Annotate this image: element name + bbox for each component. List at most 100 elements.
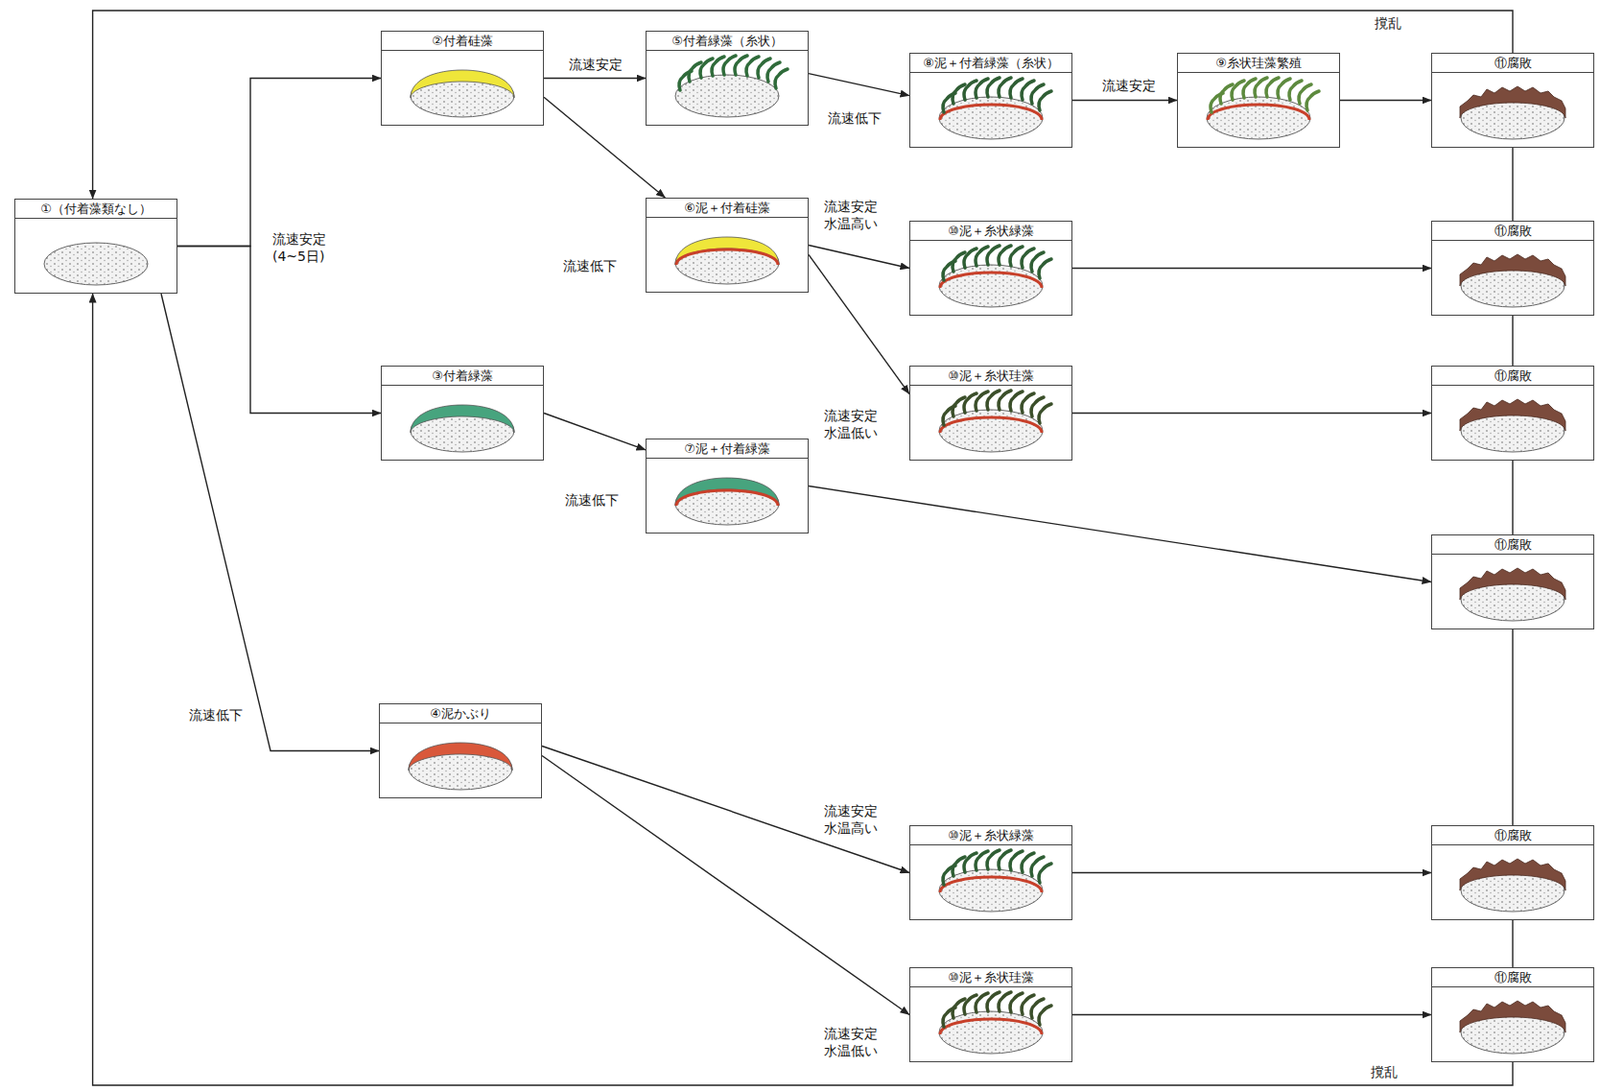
condition-label: 流速安定 水温高い [823, 197, 886, 233]
state-title: ③付着緑藻 [381, 366, 543, 386]
diatom-film [675, 236, 779, 265]
rot-layer [1459, 1000, 1566, 1033]
state-title: ⑪腐敗 [1432, 366, 1594, 386]
flow-arrow [541, 755, 910, 1015]
diatom-filaments [942, 390, 1052, 425]
state-title: ⑪腐敗 [1432, 53, 1594, 73]
condition-label: 流速低下 [564, 491, 627, 509]
flow-arrow [543, 96, 665, 198]
flow-arrow [1511, 629, 1513, 825]
condition-label: 流速安定 [567, 55, 631, 73]
flow-arrow [1072, 1013, 1432, 1015]
state-title: ⑩泥＋糸状緑藻 [910, 825, 1072, 846]
green-filaments [942, 77, 1052, 113]
stone [44, 242, 148, 285]
flow-arrow [161, 293, 379, 752]
green-stone [410, 404, 515, 452]
flow-arrow [177, 246, 381, 414]
state-title: ④泥かぶり [379, 704, 542, 724]
diatom-filaments [942, 991, 1052, 1027]
rot-stone [1459, 399, 1566, 452]
state-title: ⑪腐敗 [1432, 221, 1594, 241]
flow-arrow [1072, 99, 1177, 101]
state-title: ⑩泥＋糸状緑藻 [910, 221, 1072, 241]
diatom-stone [410, 70, 515, 118]
condition-label: 流速安定 水温高い [823, 801, 886, 837]
mud-layer [940, 417, 1042, 433]
state-title: ⑨糸状珪藻繁殖 [1177, 53, 1340, 73]
mud-filament-stone [939, 849, 1052, 912]
rot-layer [1459, 567, 1566, 600]
condition-label: 撹乱 [1373, 14, 1436, 32]
filament-stone [675, 55, 788, 118]
rot-stone [1459, 858, 1566, 912]
state-title: ⑦泥＋付着緑藻 [646, 439, 808, 459]
flow-arrow [808, 245, 910, 269]
flow-arrow [1072, 412, 1432, 414]
mud-layer [676, 249, 778, 265]
mud-film [408, 742, 513, 771]
flow-arrow [1072, 871, 1432, 873]
rot-stone [1459, 1000, 1566, 1054]
mud-layer [940, 104, 1042, 120]
mud-filament-stone [939, 77, 1052, 140]
flow-arrow [541, 746, 910, 873]
rot-stone [1459, 86, 1566, 140]
flow-arrow [1072, 267, 1432, 269]
mud-diatom-stone [675, 236, 779, 284]
state-box: ⑦泥＋付着緑藻 [645, 438, 809, 534]
state-box: ⑪腐敗 [1431, 52, 1595, 148]
state-box: ①（付着藻類なし） [14, 198, 178, 294]
mud-green-stone [675, 477, 779, 525]
flow-arrow [1511, 147, 1513, 221]
flow-arrow [808, 73, 910, 96]
state-box: ⑪腐敗 [1431, 220, 1595, 316]
flow-arrow [1511, 315, 1513, 366]
state-title: ⑩泥＋糸状珪藻 [910, 366, 1072, 386]
state-box: ⑨糸状珪藻繁殖 [1176, 52, 1341, 148]
flow-arrow [1511, 919, 1513, 967]
diatom-film [410, 70, 515, 98]
condition-label: 流速安定 水温低い [823, 406, 886, 442]
condition-label: 流速安定 [1101, 76, 1164, 95]
flow-arrow [1511, 460, 1513, 535]
mud-filament-stone [939, 245, 1052, 307]
state-title: ①（付着藻類なし） [15, 199, 177, 219]
green-filaments [942, 849, 1052, 885]
state-title: ⑤付着緑藻（糸状） [646, 31, 808, 51]
flow-arrow [93, 10, 1513, 199]
mud-filament-stone [939, 991, 1052, 1054]
mud-layer [940, 1018, 1042, 1035]
state-box: ④泥かぶり [378, 703, 542, 799]
state-box: ⑩泥＋糸状珪藻 [909, 966, 1073, 1062]
state-title: ⑪腐敗 [1432, 535, 1594, 555]
state-box: ③付着緑藻 [380, 365, 544, 461]
mud-layer [940, 876, 1042, 893]
rot-layer [1459, 86, 1566, 118]
rot-stone [1459, 567, 1566, 621]
green-film [410, 404, 515, 433]
condition-label: 流速低下 [188, 705, 251, 724]
state-box: ⑪腐敗 [1431, 365, 1595, 461]
state-box: ⑩泥＋糸状緑藻 [909, 824, 1073, 920]
state-title: ⑥泥＋付着硅藻 [646, 198, 808, 218]
bare-stone [44, 242, 148, 285]
mud-stone [408, 742, 513, 790]
state-box: ⑪腐敗 [1431, 534, 1595, 630]
condition-label: 流速低下 [826, 109, 890, 127]
condition-label: 撹乱 [1369, 1062, 1433, 1081]
mud-layer [676, 490, 778, 506]
state-title: ⑩泥＋糸状珪藻 [910, 967, 1072, 988]
state-title: ⑪腐敗 [1432, 825, 1594, 846]
state-box: ⑤付着緑藻（糸状） [645, 30, 809, 126]
state-title: ⑪腐敗 [1432, 967, 1594, 988]
green-filaments [942, 245, 1052, 281]
green-film [675, 477, 779, 506]
rot-layer [1459, 399, 1566, 431]
state-box: ②付着硅藻 [380, 30, 544, 126]
condition-label: 流速安定 (4~5日) [271, 230, 334, 265]
flow-arrow [177, 78, 381, 247]
rot-layer [1459, 858, 1566, 891]
